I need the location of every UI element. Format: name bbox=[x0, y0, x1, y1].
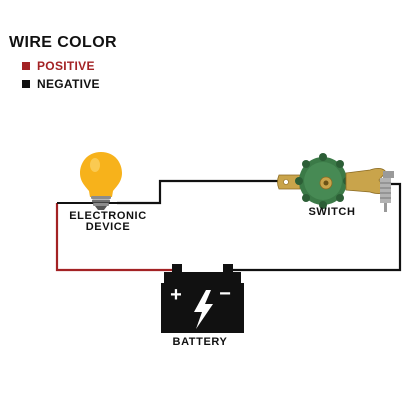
battery-label: BATTERY bbox=[172, 336, 228, 348]
positive-swatch bbox=[22, 62, 30, 70]
negative-swatch bbox=[22, 80, 30, 88]
negative-wire-switch-to-device bbox=[117, 179, 283, 205]
device-label: ELECTRONIC DEVICE bbox=[60, 211, 156, 233]
switch-label: SWITCH bbox=[308, 206, 356, 218]
legend-label-positive: POSITIVE bbox=[37, 59, 95, 73]
lightning-bolt-icon bbox=[194, 290, 213, 329]
negative-wire-battery-to-switch bbox=[233, 182, 402, 272]
positive-wire bbox=[55, 203, 172, 272]
legend-label-negative: NEGATIVE bbox=[37, 77, 100, 91]
device-label-line1: ELECTRONIC bbox=[69, 210, 147, 222]
battery-minus-symbol: − bbox=[219, 283, 231, 305]
device-label-line2: DEVICE bbox=[85, 221, 131, 233]
legend-item-positive: POSITIVE bbox=[22, 59, 95, 73]
battery-plus-symbol: + bbox=[170, 284, 182, 306]
legend-item-negative: NEGATIVE bbox=[22, 77, 100, 91]
battery-icon bbox=[161, 264, 244, 333]
legend-title: WIRE COLOR bbox=[9, 34, 117, 51]
light-bulb-icon bbox=[80, 152, 122, 210]
battery-disconnect-switch-icon bbox=[277, 153, 394, 212]
